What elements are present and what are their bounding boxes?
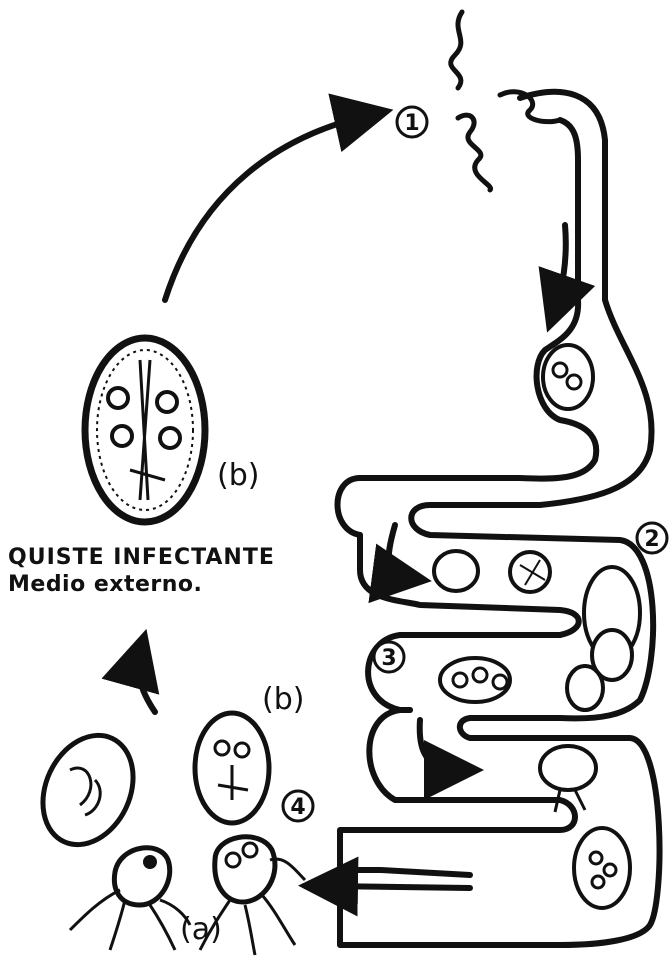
label-b-infective: (b) — [217, 458, 259, 493]
label-cyst-title: QUISTE INFECTANTE — [8, 545, 275, 570]
arrow-down-esophagus — [555, 225, 566, 310]
arrow-out-rectum — [322, 886, 470, 888]
label-b-external: (b) — [262, 682, 304, 717]
stage-1-label: 1 — [404, 111, 419, 136]
arrow-to-mouth — [165, 115, 370, 300]
external-forms — [26, 713, 305, 955]
mouth-outline — [451, 12, 560, 190]
digestive-tract-outline — [338, 92, 660, 945]
arrow-into-duodenum — [389, 525, 408, 578]
tract-parasites — [434, 345, 640, 908]
arrow-up-to-cyst — [138, 652, 155, 712]
stage-3-label: 3 — [381, 646, 396, 671]
stage-2-label: 2 — [644, 527, 659, 552]
stage-4-label: 4 — [290, 795, 305, 820]
label-a-trophozoite: (a) — [180, 912, 222, 947]
infective-cyst — [85, 338, 205, 522]
arrow-into-jejunum — [420, 720, 460, 770]
label-cyst-subtitle: Medio externo. — [8, 572, 202, 597]
